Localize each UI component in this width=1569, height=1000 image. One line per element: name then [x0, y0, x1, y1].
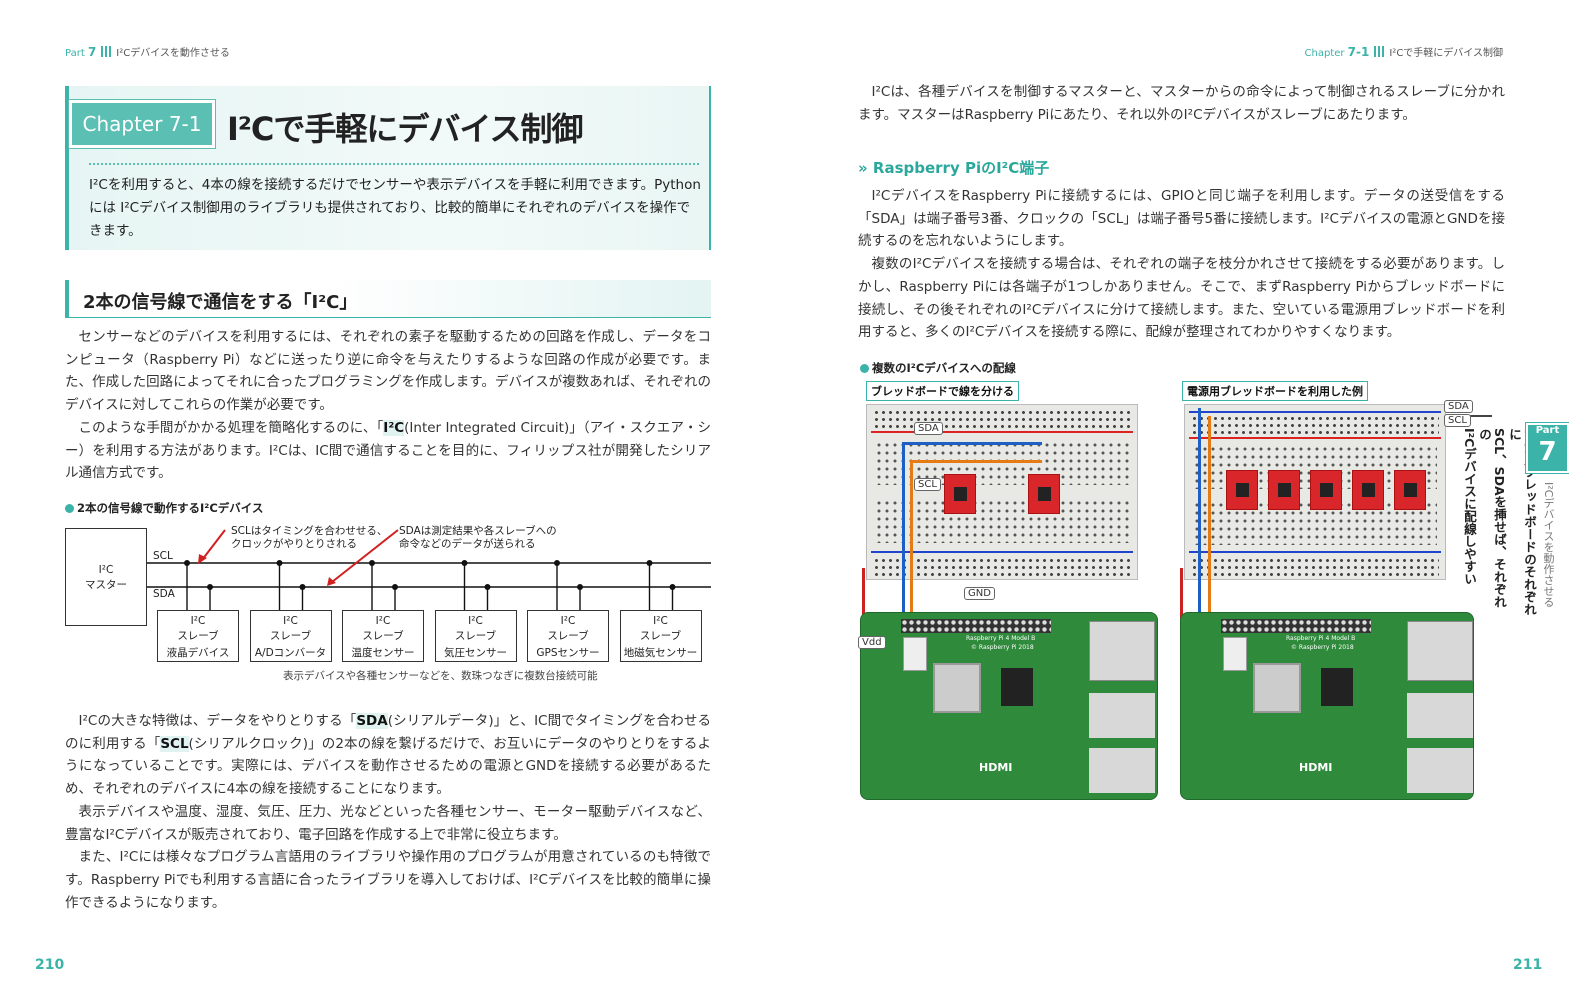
header-title: I²Cで手軽にデバイス制御 [1389, 48, 1503, 59]
bus-junction [207, 584, 213, 590]
i2c-module-chip [1310, 470, 1342, 510]
bullet-icon [65, 503, 74, 513]
bus-junction [554, 560, 560, 566]
bars-icon [1374, 46, 1385, 57]
intro-text: I²Cは、各種デバイスを制御するマスターと、マスターからの命令によって制御される… [858, 81, 1505, 126]
raspberry-pi-board: Raspberry Pi 4 Model B © Raspberry Pi 20… [860, 612, 1158, 800]
gnd-callout: GND [964, 587, 995, 600]
chapter-box: Chapter 7-1 I²Cで手軽にデバイス制御 I²Cを利用すると、4本の線… [65, 86, 711, 250]
scl-note: SCLはタイミングを合わせせる、クロックがやりとりされる [231, 525, 388, 550]
power-breadboard-illustration: Raspberry Pi 4 Model B © Raspberry Pi 20… [1178, 400, 1478, 805]
bus-lines [147, 529, 711, 610]
scl-arrow [201, 529, 226, 561]
paragraph: 表示デバイスや温度、湿度、気圧、圧力、光などといった各種センサー、モーター駆動デ… [65, 803, 711, 843]
sda-callout: SDA [1444, 400, 1473, 413]
sda-callout: SDA [914, 422, 943, 435]
side-tab-title: I²Cデバイスを動作させる [1542, 482, 1555, 608]
running-header-left: Part 7 I²Cデバイスを動作させる [65, 44, 230, 60]
page-number-right: 211 [1513, 957, 1543, 973]
bus-junction [577, 584, 583, 590]
subheading: » Raspberry PiのI²C端子 [858, 159, 1050, 177]
sda-note: SDAは測定結果や各スレーブへの命令などのデータが送られる [399, 525, 557, 550]
bars-icon [101, 46, 112, 57]
figure-caption: 表示デバイスや各種センサーなどを、数珠つなぎに複数台接続可能 [283, 670, 598, 682]
breadboard-wiring-illustration: Raspberry Pi 4 Model B © Raspberry Pi 20… [858, 400, 1163, 805]
body-text-2: I²Cの大きな特徴は、データをやりとりする「SDA(シリアルデータ)」と、IC間… [65, 710, 711, 914]
bus-junction [184, 560, 190, 566]
paragraph: センサーなどのデバイスを利用するには、それぞれの素子を駆動するための回路を作成し… [65, 329, 711, 414]
body-text-1: センサーなどのデバイスを利用するには、それぞれの素子を駆動するための回路を作成し… [65, 326, 711, 485]
header-title: I²Cデバイスを動作させる [116, 48, 230, 59]
figure-title-right: 複数のI²Cデバイスへの配線 [860, 360, 1016, 376]
paragraph: I²CデバイスをRaspberry Piに接続するには、GPIOと同じ端子を利用… [858, 188, 1505, 250]
paragraph: I²Cは、各種デバイスを制御するマスターと、マスターからの命令によって制御される… [858, 84, 1505, 123]
bus-junction [484, 584, 491, 590]
page-number-left: 210 [35, 957, 65, 973]
i2c-module-chip [1352, 470, 1384, 510]
raspberry-pi-board: Raspberry Pi 4 Model B © Raspberry Pi 20… [1180, 612, 1474, 800]
figure-title: 2本の信号線で動作するI²Cデバイス [65, 500, 711, 516]
bus-junction [461, 560, 468, 566]
bus-junction [646, 560, 653, 566]
breadboard [866, 404, 1138, 580]
i2c-module-chip [1268, 470, 1300, 510]
body-text-right: I²CデバイスをRaspberry Piに接続するには、GPIOと同じ端子を利用… [858, 185, 1505, 344]
section-heading: 2本の信号線で通信をする「I²C」 [65, 280, 711, 318]
scl-label: SCL [153, 550, 173, 562]
paragraph: また、I²Cには様々なプログラム言語用のライブラリや操作用のプログラムが用意され… [65, 849, 711, 911]
i2c-module-chip [1028, 474, 1060, 514]
bus-junction [392, 584, 398, 590]
dotted-divider [89, 163, 699, 165]
bus-junction [669, 584, 676, 590]
chapter-label: Chapter 7-1 [1304, 44, 1370, 59]
bus-junction [369, 560, 375, 566]
i2c-module-chip [944, 474, 976, 514]
i2c-module-chip [1394, 470, 1426, 510]
sda-arrow [331, 529, 399, 583]
part-side-tab: Part 7 [1525, 422, 1569, 474]
paragraph: このような手間がかかる処理を簡略化するのに、「I²C(Inter Integra… [65, 419, 711, 482]
scl-callout: SCL [1444, 414, 1471, 427]
paragraph: I²Cの大きな特徴は、データをやりとりする「SDA(シリアルデータ)」と、IC間… [65, 713, 711, 798]
running-header-right: Chapter 7-1 I²Cで手軽にデバイス制御 [1304, 44, 1504, 60]
chapter-tag: Chapter 7-1 [68, 99, 216, 149]
annotation-arrow [1468, 415, 1492, 417]
paragraph: 複数のI²Cデバイスを接続する場合は、それぞれの端子を枝分かれさせて接続をする必… [858, 256, 1505, 341]
chapter-title: I²Cで手軽にデバイス制御 [227, 110, 583, 148]
part-label: Part 7 [65, 44, 97, 59]
bus-junction [276, 560, 283, 566]
bullet-icon [860, 363, 869, 373]
left-illustration-tag: ブレッドボードで線を分ける [866, 381, 1019, 401]
sda-label: SDA [153, 588, 175, 600]
bus-junction [299, 584, 306, 590]
scl-callout: SCL [914, 478, 941, 491]
vdd-callout: Vdd [858, 636, 886, 649]
i2c-module-chip [1226, 470, 1258, 510]
chapter-lead: I²Cを利用すると、4本の線を接続するだけでセンサーや表示デバイスを手軽に利用で… [89, 177, 701, 239]
right-illustration-tag: 電源用ブレッドボードを利用した例 [1182, 381, 1368, 401]
